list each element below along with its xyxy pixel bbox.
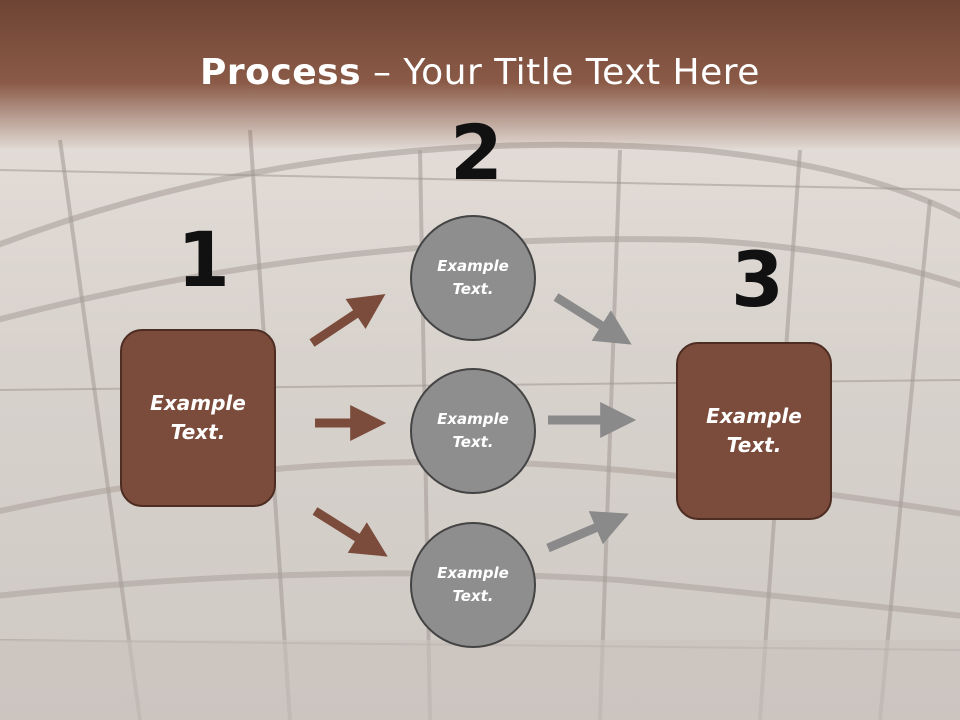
left-box-label: Example Text. [150, 391, 246, 444]
top-circle-label: Example Text. [437, 257, 509, 298]
bottom-circle: Example Text. [410, 522, 536, 648]
bottom-circle-label: Example Text. [437, 564, 509, 605]
right-box-label: Example Text. [706, 404, 802, 457]
arrow-to-bottom-circle [312, 507, 388, 557]
top-circle: Example Text. [410, 215, 536, 341]
arrow-to-top-circle [309, 294, 386, 347]
title-rest: – Your Title Text Here [361, 52, 760, 93]
arrow-top-to-right [553, 293, 632, 345]
step-number-2: 2 [450, 108, 503, 197]
left-process-box: Example Text. [120, 329, 276, 507]
middle-circle-label: Example Text. [437, 410, 509, 451]
arrow-bottom-to-right [546, 511, 629, 553]
step-number-1: 1 [177, 215, 230, 304]
middle-circle: Example Text. [410, 368, 536, 494]
title-bold: Process [200, 52, 362, 93]
step-number-3: 3 [731, 235, 784, 324]
right-process-box: Example Text. [676, 342, 832, 520]
slide-title: Process – Your Title Text Here [0, 52, 960, 93]
title-bar [0, 0, 960, 150]
